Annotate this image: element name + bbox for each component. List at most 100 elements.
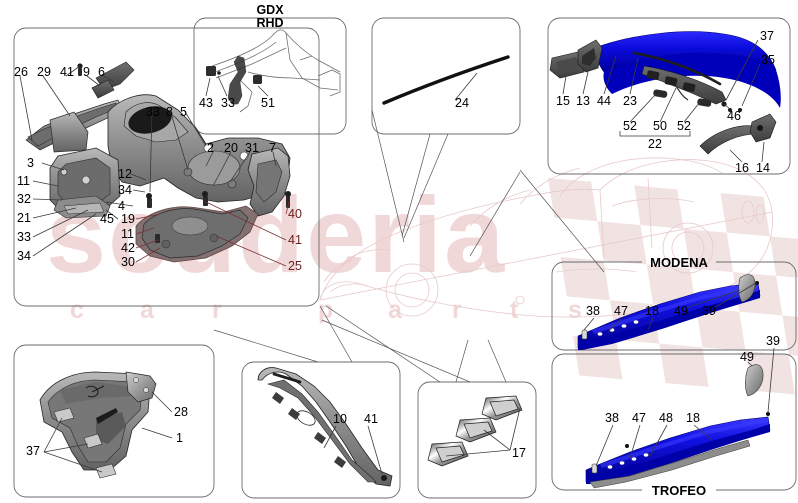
svg-text:29: 29 bbox=[37, 65, 51, 79]
svg-text:34: 34 bbox=[118, 183, 132, 197]
svg-text:30: 30 bbox=[121, 255, 135, 269]
svg-text:24: 24 bbox=[455, 96, 469, 110]
svg-text:16: 16 bbox=[735, 161, 749, 175]
svg-text:50: 50 bbox=[653, 119, 667, 133]
svg-text:39: 39 bbox=[702, 304, 716, 318]
modena-callout-leaders bbox=[583, 282, 757, 333]
underbody-callout-leaders bbox=[43, 391, 173, 473]
main-panel-callout-leaders bbox=[19, 65, 290, 267]
gdx-rhd-artwork bbox=[206, 29, 341, 113]
svg-text:20: 20 bbox=[224, 141, 238, 155]
svg-text:49: 49 bbox=[674, 304, 688, 318]
gdx-title-line2: RHD bbox=[256, 16, 283, 30]
callout-numbers: 26 29 41 9 6 33 8 5 2 20 31 7 3 11 32 21… bbox=[14, 29, 780, 460]
pedal-pads-artwork bbox=[427, 395, 523, 467]
svg-text:41: 41 bbox=[288, 233, 302, 247]
svg-text:41: 41 bbox=[364, 412, 378, 426]
svg-text:14: 14 bbox=[756, 161, 770, 175]
pedal-pads-panel-border bbox=[417, 381, 537, 499]
main-assembly-panel-border bbox=[13, 27, 320, 307]
spoiler-callout-leaders bbox=[562, 39, 765, 163]
svg-text:c: c bbox=[70, 296, 84, 324]
roof-seal-strip-artwork bbox=[382, 55, 510, 105]
main-assembly-artwork bbox=[25, 61, 291, 263]
svg-text:18: 18 bbox=[645, 304, 659, 318]
trofeo-sill-artwork bbox=[585, 364, 771, 489]
modena-title: MODENA bbox=[650, 255, 708, 270]
gdx-title-line1: GDX bbox=[256, 3, 284, 17]
svg-text:26: 26 bbox=[14, 65, 28, 79]
watermark-carparts: c a r p a r t s bbox=[70, 296, 582, 324]
svg-text:3: 3 bbox=[27, 156, 34, 170]
roof-seal-strip-panel-border bbox=[371, 17, 521, 135]
car-silhouette-watermark bbox=[319, 157, 773, 318]
svg-text:49: 49 bbox=[740, 350, 754, 364]
svg-text:33: 33 bbox=[221, 96, 235, 110]
trofeo-title: TROFEO bbox=[652, 483, 706, 498]
svg-text:34: 34 bbox=[17, 249, 31, 263]
gdx-rhd-panel-border bbox=[193, 17, 347, 135]
svg-text:s: s bbox=[568, 296, 582, 324]
svg-text:39: 39 bbox=[766, 334, 780, 348]
trofeo-callout-leaders bbox=[595, 347, 775, 467]
svg-text:17: 17 bbox=[512, 446, 526, 460]
svg-text:a: a bbox=[140, 296, 155, 324]
front-lower-trim-leaders bbox=[323, 425, 383, 475]
svg-text:6: 6 bbox=[98, 65, 105, 79]
svg-text:11: 11 bbox=[121, 227, 134, 241]
gdx-callout-leaders bbox=[205, 75, 269, 97]
svg-text:38: 38 bbox=[605, 411, 619, 425]
svg-text:35: 35 bbox=[761, 53, 775, 67]
svg-text:37: 37 bbox=[760, 29, 774, 43]
panel-titles: GDX RHD MODENA TROFEO bbox=[256, 3, 708, 498]
svg-text:19: 19 bbox=[121, 212, 135, 226]
svg-text:1: 1 bbox=[176, 431, 183, 445]
svg-text:t: t bbox=[510, 296, 519, 324]
svg-text:42: 42 bbox=[121, 241, 135, 255]
rear-spoiler-artwork bbox=[549, 31, 781, 155]
rear-spoiler-panel-border bbox=[547, 17, 791, 175]
svg-text:p: p bbox=[318, 296, 333, 324]
svg-text:52: 52 bbox=[677, 119, 691, 133]
svg-text:2: 2 bbox=[207, 141, 214, 155]
svg-text:51: 51 bbox=[261, 96, 275, 110]
svg-text:43: 43 bbox=[199, 96, 213, 110]
svg-text:5: 5 bbox=[180, 105, 187, 119]
svg-text:32: 32 bbox=[17, 192, 31, 206]
svg-text:18: 18 bbox=[686, 411, 700, 425]
svg-text:4: 4 bbox=[118, 199, 125, 213]
svg-text:33: 33 bbox=[17, 230, 31, 244]
svg-text:46: 46 bbox=[727, 109, 741, 123]
svg-text:25: 25 bbox=[288, 259, 302, 273]
svg-text:40: 40 bbox=[288, 207, 302, 221]
svg-text:11: 11 bbox=[17, 174, 30, 188]
svg-text:44: 44 bbox=[597, 94, 611, 108]
modena-panel-border bbox=[551, 261, 797, 351]
underbody-shield-artwork bbox=[39, 371, 157, 479]
svg-text:31: 31 bbox=[245, 141, 259, 155]
trofeo-panel-border bbox=[551, 353, 797, 491]
svg-text:38: 38 bbox=[586, 304, 600, 318]
watermark-layer: scuderia c a r p a r t s bbox=[46, 157, 798, 395]
svg-text:8: 8 bbox=[166, 105, 173, 119]
svg-text:47: 47 bbox=[632, 411, 646, 425]
svg-text:28: 28 bbox=[174, 405, 188, 419]
svg-text:r: r bbox=[212, 296, 222, 324]
svg-text:13: 13 bbox=[576, 94, 590, 108]
front-lower-trim-artwork bbox=[257, 367, 393, 487]
svg-text:48: 48 bbox=[659, 411, 673, 425]
svg-text:22: 22 bbox=[648, 137, 662, 151]
svg-text:33: 33 bbox=[146, 105, 160, 119]
svg-text:7: 7 bbox=[269, 141, 276, 155]
svg-text:52: 52 bbox=[623, 119, 637, 133]
svg-text:41: 41 bbox=[60, 65, 74, 79]
svg-text:10: 10 bbox=[333, 412, 347, 426]
svg-text:9: 9 bbox=[83, 65, 90, 79]
panel-connector-lines bbox=[213, 109, 605, 383]
svg-text:47: 47 bbox=[614, 304, 628, 318]
svg-text:45: 45 bbox=[100, 212, 114, 226]
svg-text:37: 37 bbox=[26, 444, 40, 458]
svg-text:r: r bbox=[452, 296, 462, 324]
